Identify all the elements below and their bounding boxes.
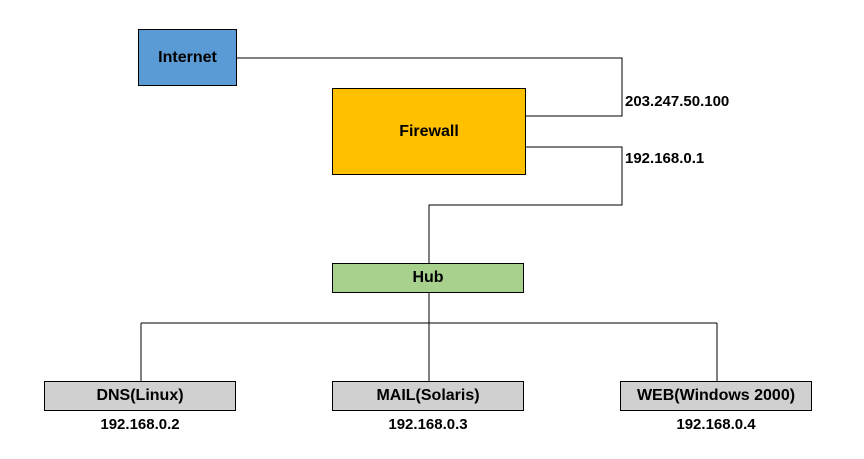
dns-server-label: DNS(Linux): [96, 387, 184, 404]
web-server-ip: 192.168.0.4: [676, 416, 756, 433]
dns-server-node: DNS(Linux): [44, 381, 236, 411]
firewall-to-hub-link: [428, 146, 623, 263]
internet-to-firewall-link: [237, 57, 623, 117]
mail-server-label: MAIL(Solaris): [376, 387, 480, 404]
web-server-node: WEB(Windows 2000): [620, 381, 812, 411]
internet-node: Internet: [138, 29, 237, 86]
firewall-node: Firewall: [332, 88, 526, 175]
mail-server-ip: 192.168.0.3: [388, 416, 468, 433]
hub-node: Hub: [332, 263, 524, 293]
firewall-label: Firewall: [399, 122, 459, 140]
internet-label: Internet: [158, 48, 217, 66]
mail-server-node: MAIL(Solaris): [332, 381, 524, 411]
hub-label: Hub: [412, 269, 444, 286]
dns-server-ip: 192.168.0.2: [100, 416, 180, 433]
firewall-external-ip: 203.247.50.100: [625, 93, 730, 110]
web-server-label: WEB(Windows 2000): [636, 387, 796, 404]
firewall-internal-ip: 192.168.0.1: [625, 150, 705, 167]
